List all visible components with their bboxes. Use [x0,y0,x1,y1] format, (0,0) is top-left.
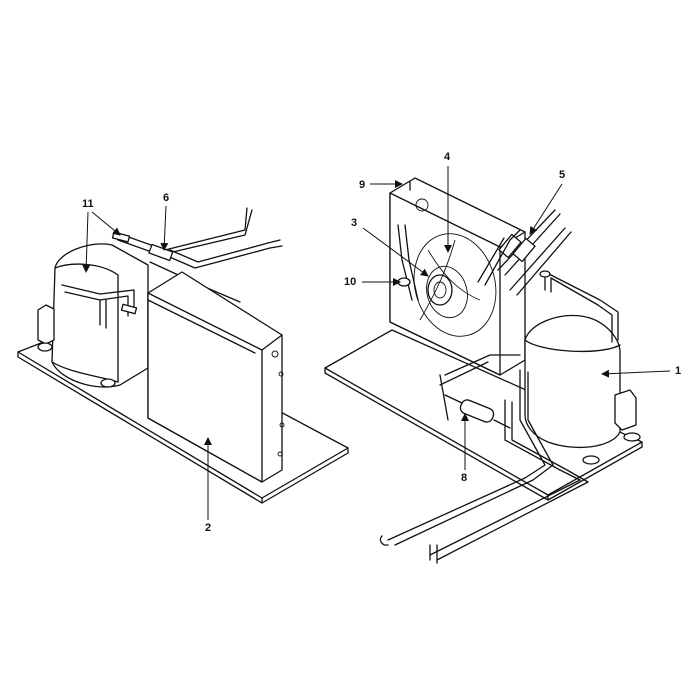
callouts: 11 6 2 9 4 5 3 10 1 8 [82,151,681,534]
callout-6: 6 [163,192,169,204]
callout-10: 10 [344,276,356,288]
right-condenser-fan-shroud [389,177,526,376]
callout-2: 2 [205,522,211,534]
callout-11: 11 [82,198,94,210]
right-condensing-unit [324,177,643,564]
right-line-set [379,354,589,564]
left-condenser-box [147,271,285,483]
callout-9: 9 [359,179,365,191]
callout-4: 4 [444,151,451,163]
callout-1: 1 [675,365,681,377]
right-service-valves [477,209,572,296]
left-compressor [37,243,149,388]
left-condensing-unit [17,207,349,504]
callout-8: 8 [461,472,467,484]
right-filter-drier [444,394,511,429]
callout-3: 3 [351,217,357,229]
callout-5: 5 [559,169,565,181]
